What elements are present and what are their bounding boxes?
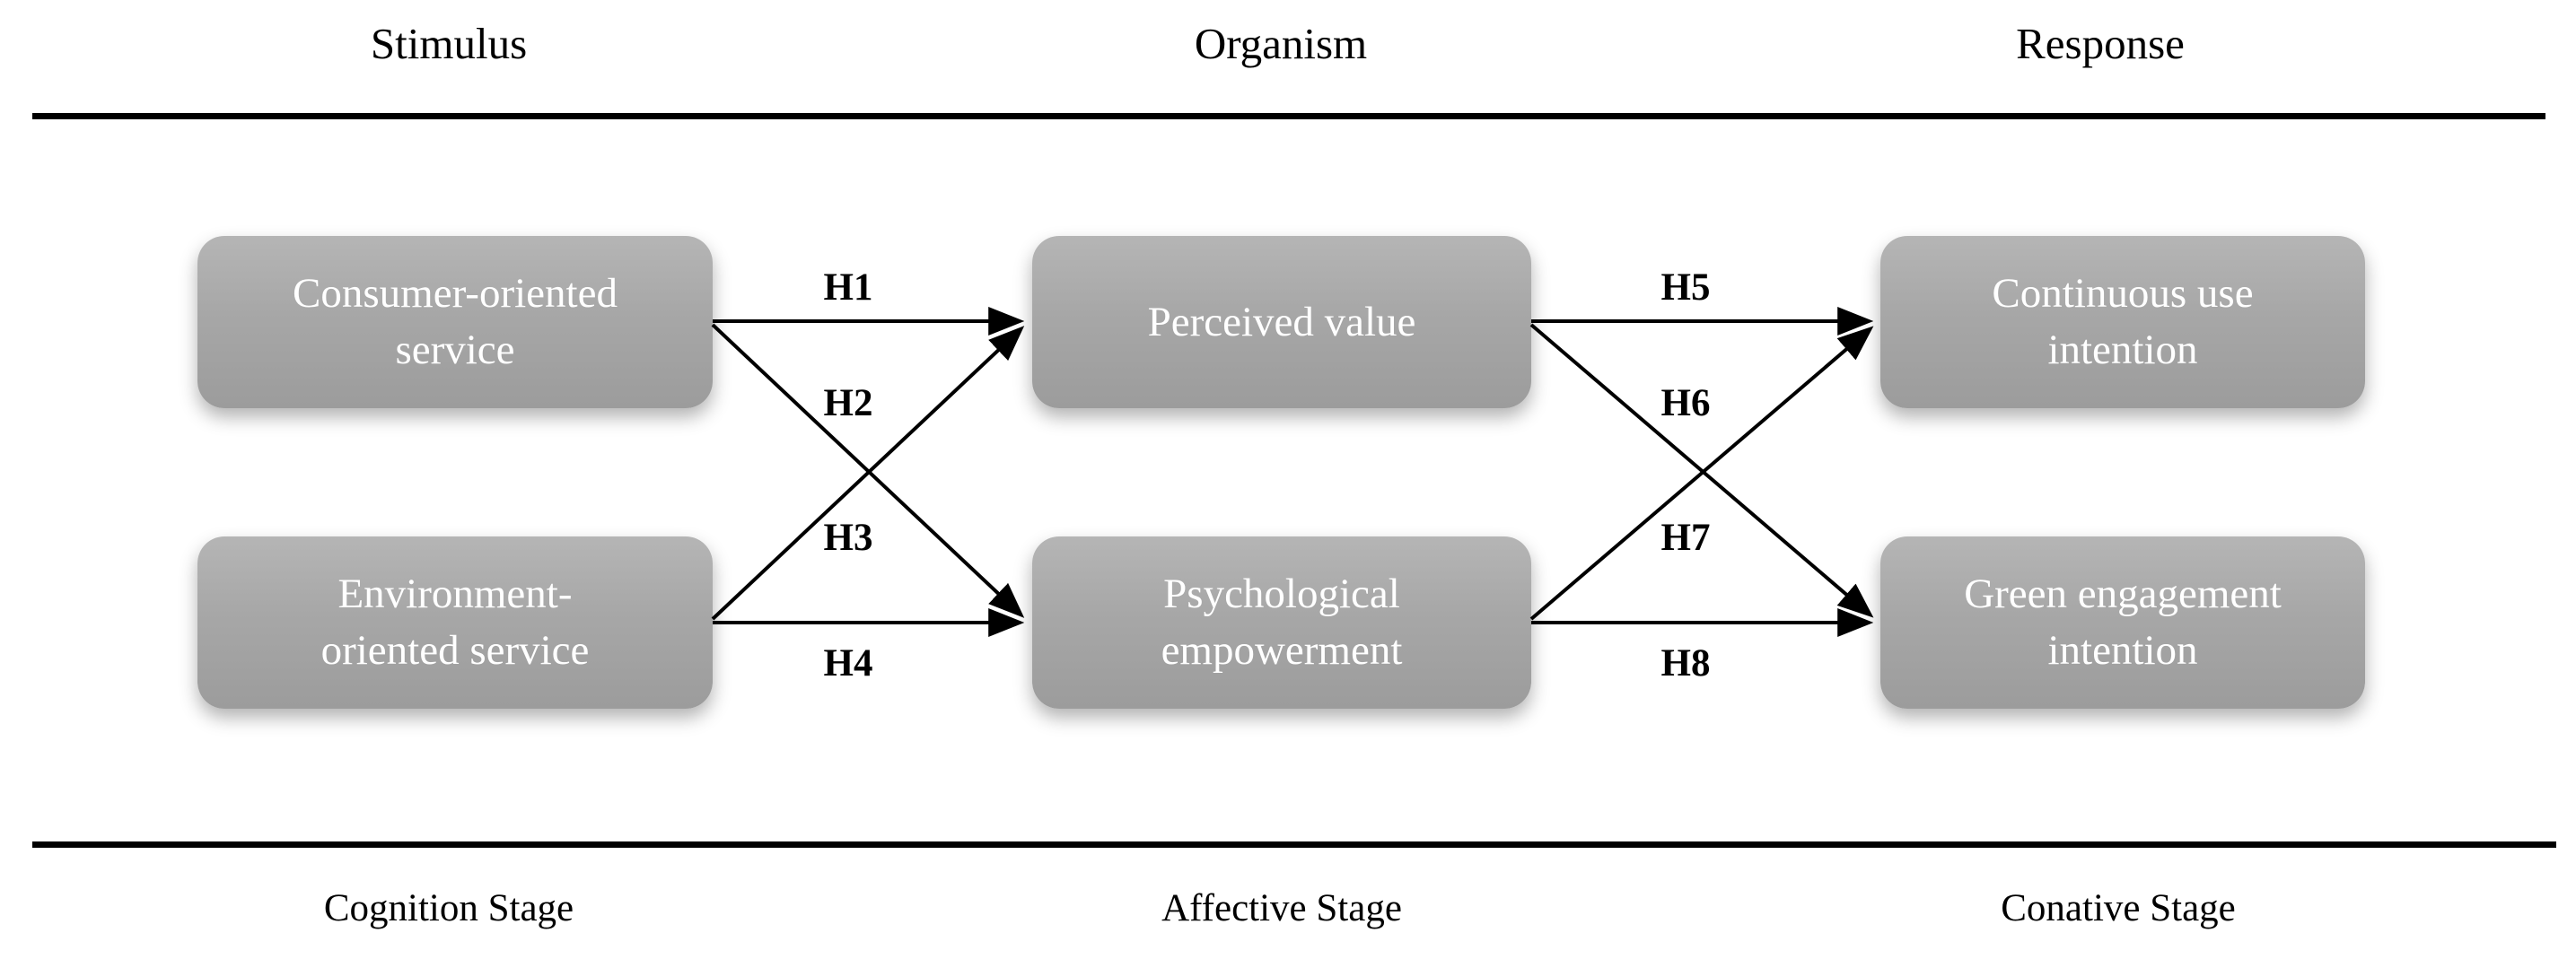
hypothesis-label-h7: H7 — [1660, 517, 1711, 559]
hypothesis-label-h4: H4 — [823, 642, 873, 684]
stage-label-conative: Conative Stage — [2001, 887, 2236, 929]
top-divider-line — [32, 113, 2545, 119]
column-header-organism: Organism — [1194, 19, 1368, 68]
box-psychological-empowerment: Psychological empowerment — [1032, 536, 1531, 709]
box-green-engagement-intention: Green engagement intention — [1880, 536, 2365, 709]
hypothesis-label-h3: H3 — [823, 517, 873, 559]
hypothesis-label-h8: H8 — [1660, 642, 1711, 684]
bottom-divider-line — [32, 841, 2556, 848]
hypothesis-label-h1: H1 — [823, 266, 873, 309]
arrow-h6 — [1529, 323, 1874, 618]
arrow-h7 — [1529, 326, 1874, 621]
hypothesis-label-h2: H2 — [823, 382, 873, 424]
box-continuous-use-intention: Continuous use intention — [1880, 236, 2365, 408]
hypothesis-label-h5: H5 — [1660, 266, 1711, 309]
box-environment-oriented-service: Environment- oriented service — [197, 536, 713, 709]
stage-label-cognition: Cognition Stage — [323, 887, 574, 929]
arrow-h2 — [711, 323, 1025, 618]
stage-label-affective: Affective Stage — [1161, 887, 1402, 929]
arrow-h3 — [711, 326, 1025, 621]
box-perceived-value: Perceived value — [1032, 236, 1531, 408]
box-consumer-oriented-service: Consumer-oriented service — [197, 236, 713, 408]
column-header-stimulus: Stimulus — [370, 19, 528, 68]
hypothesis-label-h6: H6 — [1660, 382, 1711, 424]
column-header-response: Response — [2016, 19, 2185, 68]
